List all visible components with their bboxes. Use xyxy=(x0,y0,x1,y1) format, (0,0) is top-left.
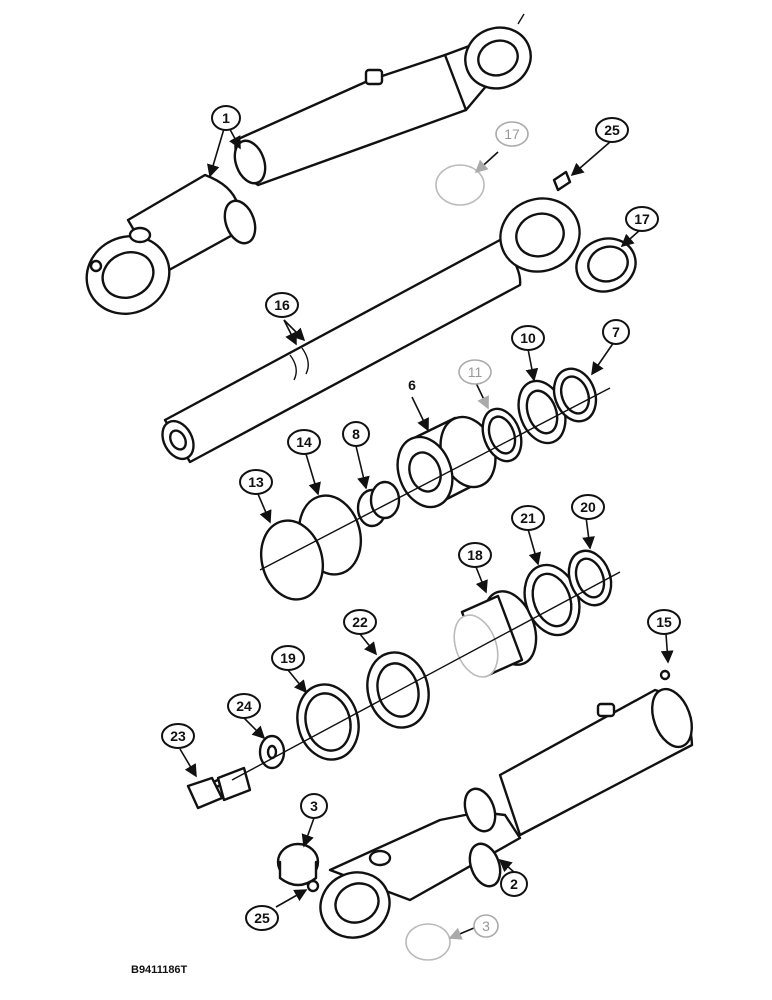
callout-23-label: 23 xyxy=(170,728,186,744)
callout-3a-label: 3 xyxy=(310,798,318,814)
callout-15-label: 15 xyxy=(656,614,672,630)
callout-7: 7 xyxy=(602,319,630,345)
callout-20: 20 xyxy=(571,494,605,520)
callout-25-bottom: 25 xyxy=(245,905,279,931)
callout-6: 6 xyxy=(408,377,416,393)
callout-18-label: 18 xyxy=(467,547,483,563)
callout-14: 14 xyxy=(287,429,321,455)
callout-16-label: 16 xyxy=(274,297,290,313)
wiper-20 xyxy=(567,549,613,607)
callout-18: 18 xyxy=(458,542,492,568)
callout-3: 3 xyxy=(300,793,328,819)
seal-11 xyxy=(481,407,523,463)
callout-2: 2 xyxy=(500,871,528,897)
callout-3-faint: 3 xyxy=(473,914,499,938)
callout-6-label: 6 xyxy=(408,377,416,393)
callout-11-label: 11 xyxy=(468,364,483,380)
callout-24-label: 24 xyxy=(236,698,252,714)
callout-22: 22 xyxy=(343,609,377,635)
callout-7-label: 7 xyxy=(612,324,620,340)
bushing-17 xyxy=(575,237,637,293)
callout-11: 11 xyxy=(458,359,492,385)
axis-line-1 xyxy=(259,387,611,571)
bolt-23 xyxy=(186,766,252,810)
piston-rod xyxy=(161,170,581,464)
callout-10: 10 xyxy=(511,325,545,351)
callout-14-label: 14 xyxy=(296,434,312,450)
callout-17-faint: 17 xyxy=(495,121,529,147)
ring-19 xyxy=(296,683,360,761)
ring-7 xyxy=(552,367,598,423)
callout-13-label: 13 xyxy=(248,474,264,490)
leader-lines xyxy=(179,121,674,940)
figure-id: B9411186T xyxy=(131,964,188,976)
callout-10-label: 10 xyxy=(520,330,536,346)
bottom-cylinder-barrel xyxy=(319,669,694,939)
callout-21-label: 21 xyxy=(520,510,536,526)
callout-15: 15 xyxy=(647,609,681,635)
bushing-3-faint xyxy=(405,923,451,961)
callout-17b-label: 17 xyxy=(634,211,650,227)
callout-21: 21 xyxy=(511,505,545,531)
callout-19: 19 xyxy=(271,645,305,671)
callout-20-label: 20 xyxy=(580,499,596,515)
bushing-17-faint xyxy=(435,164,485,206)
callout-17: 17 xyxy=(625,206,659,232)
callout-25a-label: 25 xyxy=(604,122,620,138)
callout-25b-label: 25 xyxy=(254,910,270,926)
grease-fitting-25 xyxy=(306,879,320,893)
callout-22-label: 22 xyxy=(352,614,368,630)
callout-2-label: 2 xyxy=(510,876,518,892)
axis-line-2 xyxy=(231,571,621,781)
spacer-8 xyxy=(356,480,401,528)
callout-8-label: 8 xyxy=(352,426,360,442)
callout-16: 16 xyxy=(265,292,299,318)
callout-1: 1 xyxy=(211,105,241,131)
callout-1-label: 1 xyxy=(222,110,230,126)
bushing-22 xyxy=(366,651,430,729)
callout-13: 13 xyxy=(239,469,273,495)
callout-25-top: 25 xyxy=(595,117,629,143)
callout-24: 24 xyxy=(227,693,261,719)
callout-17a-label: 17 xyxy=(504,126,520,142)
top-cylinder-barrel xyxy=(85,13,532,315)
callout-8: 8 xyxy=(342,421,370,447)
bushing-3 xyxy=(276,842,320,887)
rod-guide-18 xyxy=(453,590,538,678)
callout-19-label: 19 xyxy=(280,650,296,666)
callout-3b-label: 3 xyxy=(482,918,490,934)
callout-23: 23 xyxy=(161,723,195,749)
